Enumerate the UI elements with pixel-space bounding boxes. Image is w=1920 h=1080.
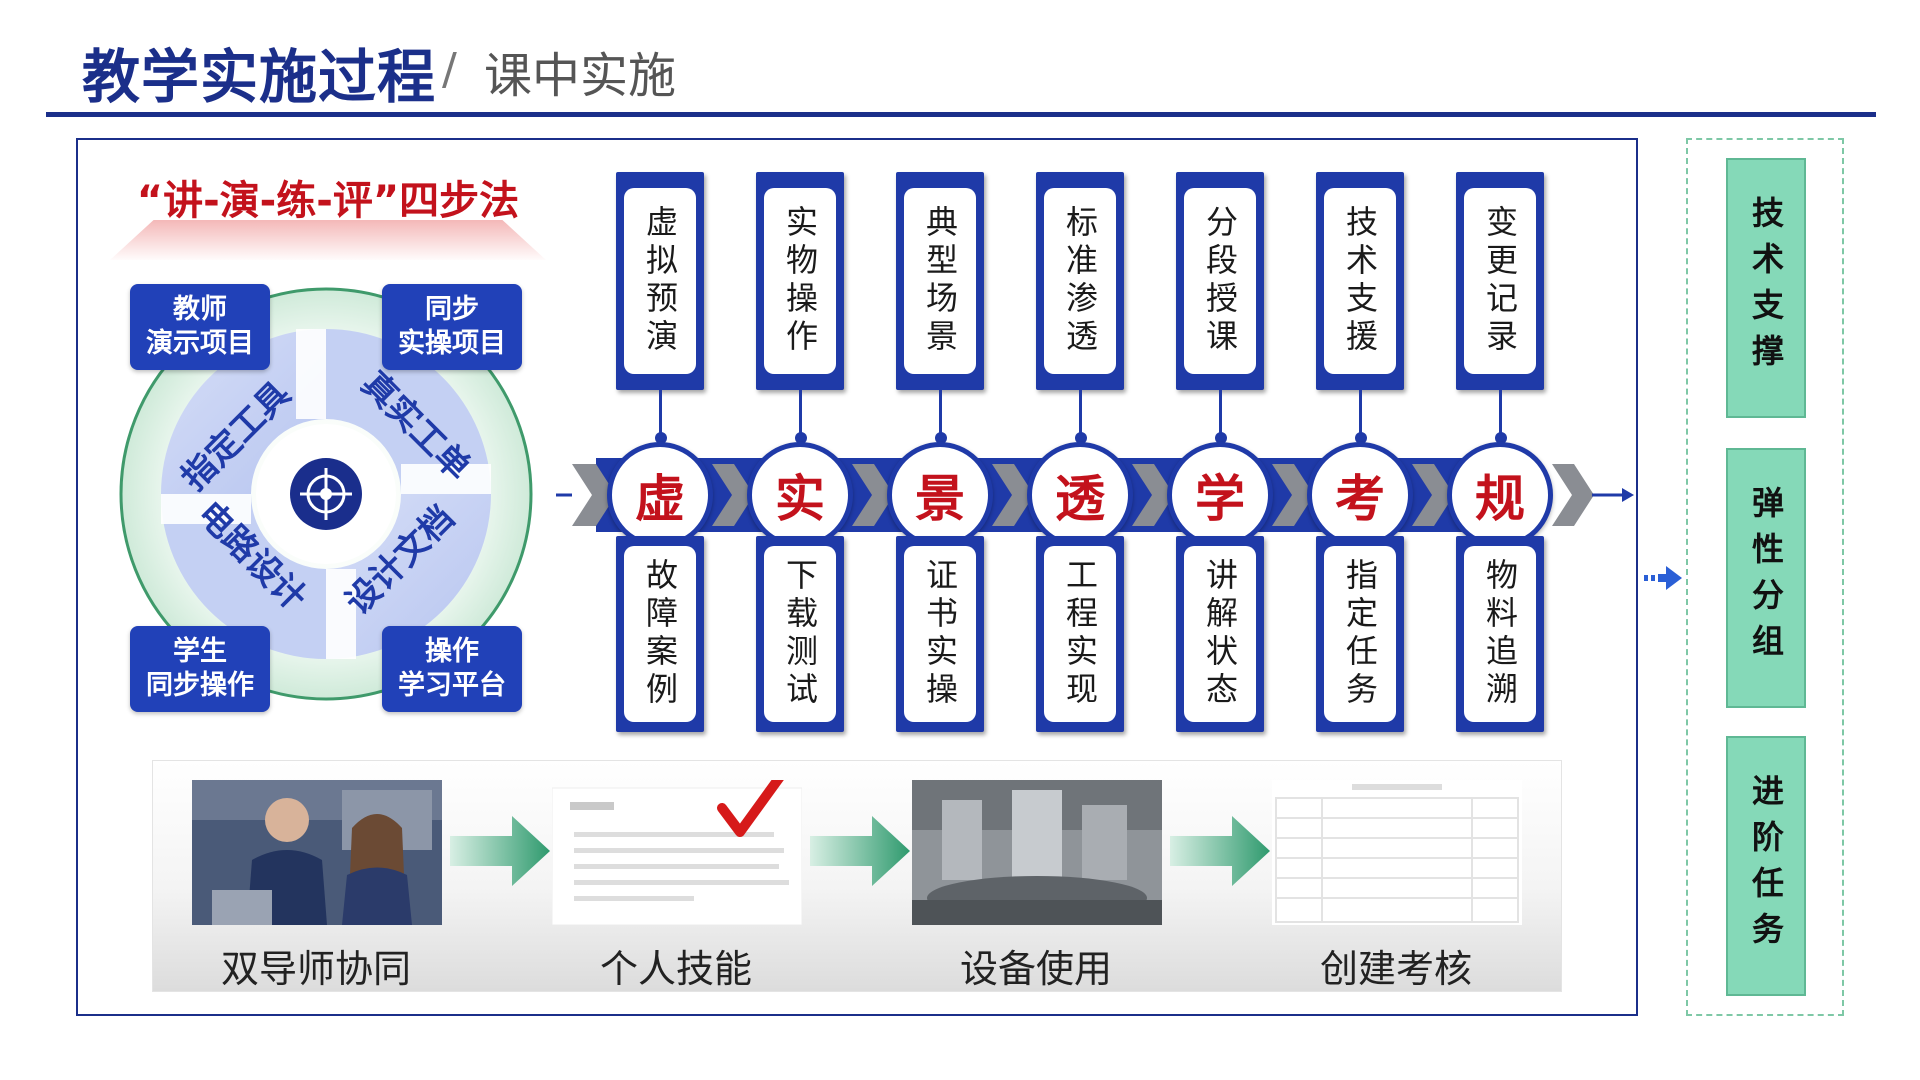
chain-node-5: 学 — [1167, 442, 1273, 548]
chain-node-4: 透 — [1027, 442, 1133, 548]
connector-dot — [655, 432, 667, 444]
connector — [1499, 390, 1502, 438]
circle-graphic: 指定工具 真实工单 电路设计 设计文档 — [119, 287, 533, 701]
target-icon — [290, 458, 362, 530]
right-item-advanced-task: 进阶任务 — [1726, 736, 1806, 996]
top-card-1: 虚拟预演 — [616, 172, 704, 390]
process-label-4: 创建考核 — [1319, 947, 1472, 991]
process-label-2: 个人技能 — [599, 947, 752, 991]
connector — [939, 390, 942, 438]
process-arrow-1 — [450, 816, 550, 886]
right-item-tech-support: 技术支撑 — [1726, 158, 1806, 418]
connector-dot — [1215, 432, 1227, 444]
right-panel — [1686, 138, 1844, 1016]
title-separator: / — [442, 44, 457, 95]
connector — [799, 390, 802, 438]
chain-node-6: 考 — [1307, 442, 1413, 548]
top-card-5: 分段授课 — [1176, 172, 1264, 390]
top-card-3: 典型场景 — [896, 172, 984, 390]
assessment-table — [1272, 780, 1522, 925]
connector-dot — [1075, 432, 1087, 444]
connector — [659, 390, 662, 438]
corner-student-sync: 学生 同步操作 — [130, 626, 270, 712]
document-checkmark — [551, 769, 803, 926]
teachers-photo — [192, 780, 442, 925]
top-card-2: 实物操作 — [756, 172, 844, 390]
bottom-card-4: 工程实现 — [1036, 536, 1124, 732]
connector — [1079, 390, 1082, 438]
top-card-7: 变更记录 — [1456, 172, 1544, 390]
right-item-flex-group: 弹性分组 — [1726, 448, 1806, 708]
process-arrow-3 — [1170, 816, 1270, 886]
equipment-photo — [912, 780, 1162, 925]
page-title: 教学实施过程 — [82, 43, 437, 111]
corner-learning-platform: 操作 学习平台 — [382, 626, 522, 712]
bottom-card-2: 下载测试 — [756, 536, 844, 732]
bottom-card-6: 指定任务 — [1316, 536, 1404, 732]
chain-node-3: 景 — [887, 442, 993, 548]
page-subtitle: 课中实施 — [484, 48, 677, 104]
bottom-card-7: 物料追溯 — [1456, 536, 1544, 732]
connector — [1219, 390, 1222, 438]
process-label-3: 设备使用 — [959, 947, 1112, 991]
chain-node-7: 规 — [1447, 442, 1553, 548]
right-arrow-icon — [1644, 566, 1682, 590]
connector-dot — [1355, 432, 1367, 444]
process-label-1: 双导师协同 — [220, 947, 411, 991]
top-card-4: 标准渗透 — [1036, 172, 1124, 390]
chain-node-2: 实 — [747, 442, 853, 548]
chain-node-1: 虚 — [607, 442, 713, 548]
connector-dot — [795, 432, 807, 444]
process-arrow-2 — [810, 816, 910, 886]
bottom-card-1: 故障案例 — [616, 536, 704, 732]
header-divider — [46, 112, 1876, 117]
bottom-card-3: 证书实操 — [896, 536, 984, 732]
method-title: “讲-演-练-评”四步法 — [136, 178, 520, 224]
top-card-6: 技术支援 — [1316, 172, 1404, 390]
connector-dot — [1495, 432, 1507, 444]
bottom-card-5: 讲解状态 — [1176, 536, 1264, 732]
connector-dot — [935, 432, 947, 444]
method-title-shadow — [110, 220, 546, 260]
corner-teacher-demo: 教师 演示项目 — [130, 284, 270, 370]
corner-sync-practice: 同步 实操项目 — [382, 284, 522, 370]
connector — [1359, 390, 1362, 438]
four-step-circle: 指定工具 真实工单 电路设计 设计文档 — [116, 284, 536, 704]
